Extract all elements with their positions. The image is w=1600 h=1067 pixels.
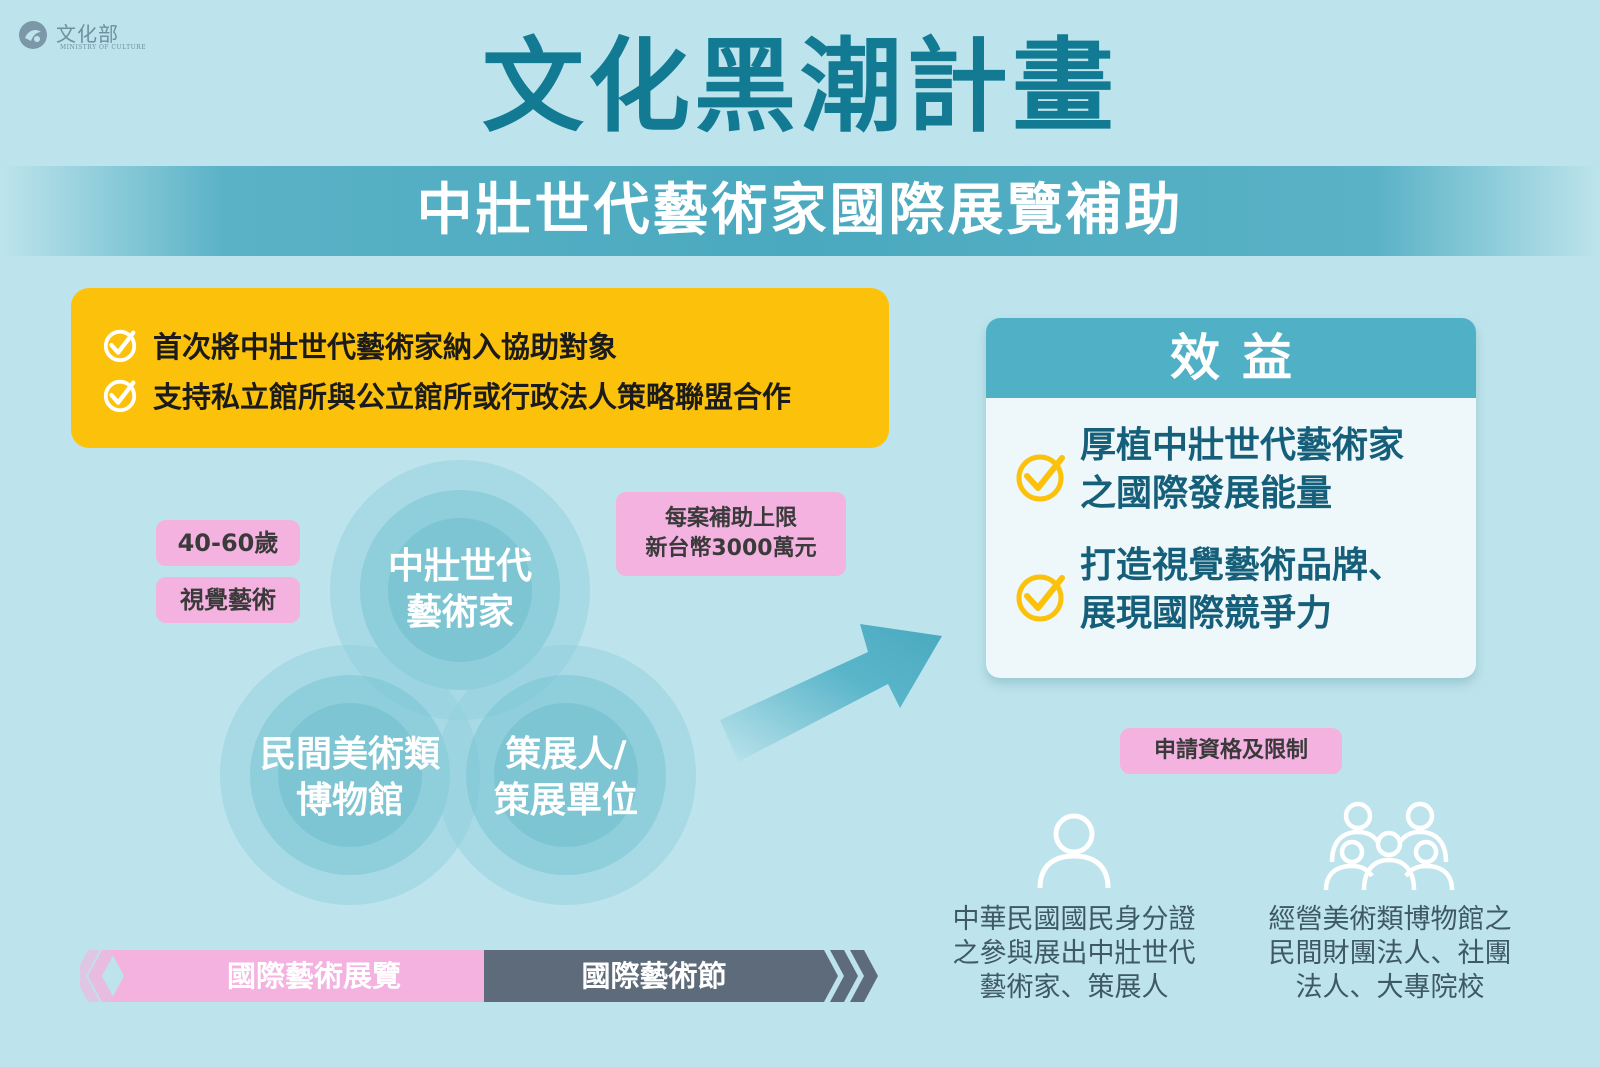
benefits-card: 效益 厚植中壯世代藝術家 之國際發展能量 打造視覺藝術品牌、 展現國際競爭力 (986, 318, 1476, 678)
benefit-item-2-line-2: 展現國際競爭力 (1080, 593, 1333, 634)
banner-international-exhibition: 國際藝術展覽 (226, 959, 401, 993)
eligibility-person: 中華民國國民身分證 之參與展出中壯世代 藝術家、策展人 (946, 903, 1202, 1005)
eligibility-group: 經營美術類博物館之 民間財團法人、社團 法人、大專院校 (1262, 903, 1518, 1005)
bottom-banner (80, 950, 878, 1002)
page-subtitle: 中壯世代藝術家國際展覽補助 (416, 178, 1184, 243)
highlights-box: 首次將中壯世代藝術家納入協助對象 支持私立館所與公立館所或行政法人策略聯盟合作 (71, 288, 889, 448)
venn-diagram: 中壯世代 藝術家 民間美術類 博物館 策展人/ 策展單位 (210, 460, 710, 940)
check-circle-icon (1016, 454, 1065, 502)
benefit-item-2-line-1: 打造視覺藝術品牌、 (1080, 545, 1405, 586)
ministry-logo: 文化部 MINISTRY OF CULTURE (18, 18, 158, 52)
circle-artists-line-1: 中壯世代 (387, 546, 532, 587)
circle-curators: 策展人/ 策展單位 (456, 732, 676, 824)
banner-international-festival: 國際藝術節 (581, 959, 727, 993)
eligibility-person-line-3: 藝術家、策展人 (979, 972, 1169, 1003)
double-chevron-right-icon (830, 950, 878, 1002)
circle-artists: 中壯世代 藝術家 (350, 544, 570, 636)
check-circle-icon (1016, 574, 1065, 622)
highlight-item-2: 支持私立館所與公立館所或行政法人策略聯盟合作 (153, 380, 792, 414)
circle-artists-line-2: 藝術家 (405, 592, 514, 633)
logo-name: 文化部 (56, 22, 119, 46)
highlight-item-1: 首次將中壯世代藝術家納入協助對象 (153, 330, 618, 364)
group-icon (1323, 801, 1455, 891)
page-title: 文化黑潮計畫 (482, 28, 1118, 147)
venn-circles-graphic (220, 460, 696, 905)
benefits-header (986, 318, 1476, 398)
eligibility-label: 申請資格及限制 (1120, 728, 1342, 774)
eligibility-group-line-2: 民間財團法人、社團 (1268, 938, 1512, 969)
circle-curators-line-2: 策展單位 (493, 780, 638, 821)
age-tag: 40-60歲 (156, 520, 300, 566)
person-icon (1037, 813, 1111, 889)
check-circle-icon (103, 379, 137, 413)
circle-museums-line-1: 民間美術類 (259, 734, 440, 775)
check-circle-icon (103, 329, 137, 363)
benefit-item-1-line-2: 之國際發展能量 (1080, 473, 1333, 514)
field-tag: 視覺藝術 (156, 577, 300, 623)
circle-museums: 民間美術類 博物館 (240, 732, 460, 824)
eligibility-group-line-1: 經營美術類博物館之 (1268, 904, 1512, 935)
benefits-title: 效益 (1170, 329, 1314, 387)
logo-subtitle: MINISTRY OF CULTURE (60, 44, 147, 51)
eligibility-group-line-3: 法人、大專院校 (1295, 972, 1485, 1003)
subsidy-cap-line-1: 每案補助上限 (664, 506, 797, 531)
circle-curators-line-1: 策展人/ (505, 734, 627, 775)
subsidy-cap-tag: 每案補助上限 新台幣3000萬元 (616, 492, 846, 576)
eligibility-person-line-2: 之參與展出中壯世代 (952, 938, 1196, 969)
double-chevron-left-icon (80, 950, 116, 1002)
eligibility-person-line-1: 中華民國國民身分證 (952, 904, 1196, 935)
arrow-up-right-icon (720, 624, 942, 762)
benefit-item-1-line-1: 厚植中壯世代藝術家 (1080, 425, 1405, 466)
circle-museums-line-2: 博物館 (295, 780, 404, 821)
subsidy-cap-line-2: 新台幣3000萬元 (645, 536, 817, 561)
subtitle-band (0, 166, 1600, 256)
ministry-logo-icon (19, 21, 47, 49)
